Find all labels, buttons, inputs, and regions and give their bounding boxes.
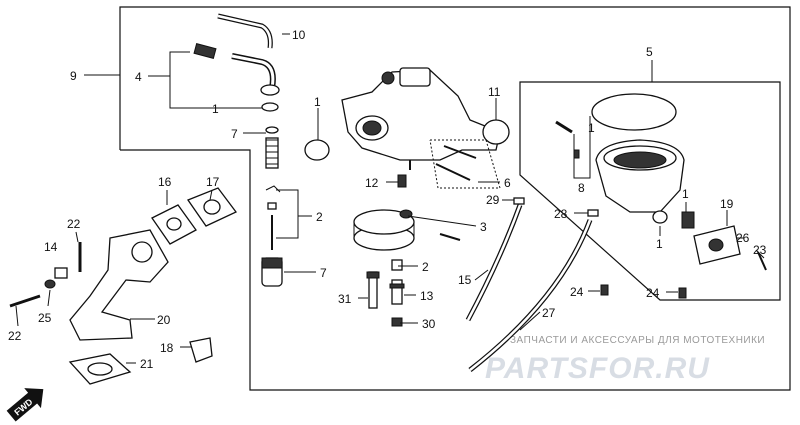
- float-chamber: [595, 139, 685, 213]
- part-23-screw: [757, 251, 767, 271]
- part-24-bolt-left: [600, 284, 609, 296]
- callout-1-chamber-a: 1: [682, 187, 689, 201]
- part-7-needle-spring: [265, 126, 279, 169]
- callout-2-top: 2: [316, 210, 323, 224]
- part-2-jet-needle: [265, 185, 281, 250]
- callout-10: 10: [292, 28, 306, 42]
- part-13-jet: [389, 279, 405, 305]
- part-26-housing: [693, 225, 741, 265]
- callout-1-chamber-b: 1: [656, 237, 663, 251]
- part-11-cap: [482, 119, 510, 145]
- callout-20: 20: [157, 313, 171, 327]
- callout-17: 17: [206, 175, 220, 189]
- part-6-screws: [429, 139, 501, 189]
- part-25-washer: [44, 279, 56, 289]
- callout-3: 3: [480, 220, 487, 234]
- watermark: ЗАПЧАСТИ И АКСЕССУАРЫ ДЛЯ МОТОТЕХНИКИ PA…: [485, 335, 765, 385]
- callout-6: 6: [504, 176, 511, 190]
- callout-7-bottom: 7: [320, 266, 327, 280]
- callout-7-top: 7: [231, 127, 238, 141]
- callout-1-gasket: 1: [588, 121, 595, 135]
- callout-1-carb: 1: [314, 95, 321, 109]
- leader-lines: [15, 33, 765, 364]
- callout-24-right: 24: [646, 286, 660, 300]
- part-21-gasket: [68, 353, 132, 385]
- callout-22-bottom: 22: [8, 329, 22, 343]
- part-28-clip: [587, 209, 599, 217]
- part-7-throttle-valve: [261, 257, 283, 287]
- callout-23: 23: [753, 243, 767, 257]
- callout-1-top: 1: [212, 102, 219, 116]
- callout-4: 4: [135, 70, 142, 84]
- part-1-oring-chamber: [652, 210, 668, 224]
- watermark-subtitle: ЗАПЧАСТИ И АКСЕССУАРЫ ДЛЯ МОТОТЕХНИКИ: [510, 335, 765, 346]
- callout-2-bottom: 2: [422, 260, 429, 274]
- callout-15: 15: [458, 273, 472, 287]
- callout-21: 21: [140, 357, 154, 371]
- callout-27: 27: [542, 306, 556, 320]
- callout-22-top: 22: [67, 217, 81, 231]
- callout-19: 19: [720, 197, 734, 211]
- callout-8: 8: [578, 181, 585, 195]
- part-14-nut: [54, 267, 68, 279]
- part-4-pipe: [193, 42, 280, 96]
- callout-12: 12: [365, 176, 379, 190]
- main-assembly-frame: [119, 6, 791, 391]
- callout-30: 30: [422, 317, 436, 331]
- part-19-spring: [681, 211, 695, 229]
- watermark-brand: PARTSFOR.RU: [485, 352, 710, 385]
- callout-11: 11: [488, 85, 501, 99]
- part-22-bolt-bottom: [9, 294, 41, 308]
- callout-13: 13: [420, 289, 434, 303]
- carburetor-body: [341, 67, 501, 170]
- part-1-oring-carb: [304, 139, 330, 161]
- fwd-arrow: FWD: [6, 388, 44, 422]
- part-2-nut: [391, 259, 403, 271]
- part-5-gasket: [591, 93, 677, 131]
- part-10-tube: [217, 13, 273, 49]
- part-30-bolt: [391, 317, 403, 327]
- float-chamber-frame: [519, 81, 781, 301]
- callout-29: 29: [486, 193, 500, 207]
- part-31-pin: [366, 271, 380, 309]
- callout-24-left: 24: [570, 285, 584, 299]
- part-17-gasket: [187, 187, 238, 227]
- callout-14: 14: [44, 240, 58, 254]
- part-1-oring-top: [261, 102, 279, 112]
- part-8-screws: [555, 120, 580, 159]
- part-20-intake-manifold: [69, 229, 169, 341]
- callout-9: 9: [70, 69, 77, 83]
- callout-25: 25: [38, 311, 52, 325]
- part-29-clip: [513, 197, 525, 205]
- callout-28: 28: [554, 207, 568, 221]
- callout-5: 5: [646, 45, 653, 59]
- callout-16: 16: [158, 175, 172, 189]
- callout-labels: 9 4 10 1 7 2 7 1 11 6 12 29 3 2 13 31 30…: [8, 28, 767, 371]
- part-12-screw: [397, 174, 407, 188]
- callout-31: 31: [338, 292, 352, 306]
- part-24-bolt-right: [678, 287, 687, 299]
- part-16-gasket: [151, 204, 197, 245]
- callout-18: 18: [160, 341, 174, 355]
- part-3-throttle-cover: [353, 209, 461, 251]
- part-18-bracket: [189, 337, 213, 363]
- callout-26: 26: [736, 231, 750, 245]
